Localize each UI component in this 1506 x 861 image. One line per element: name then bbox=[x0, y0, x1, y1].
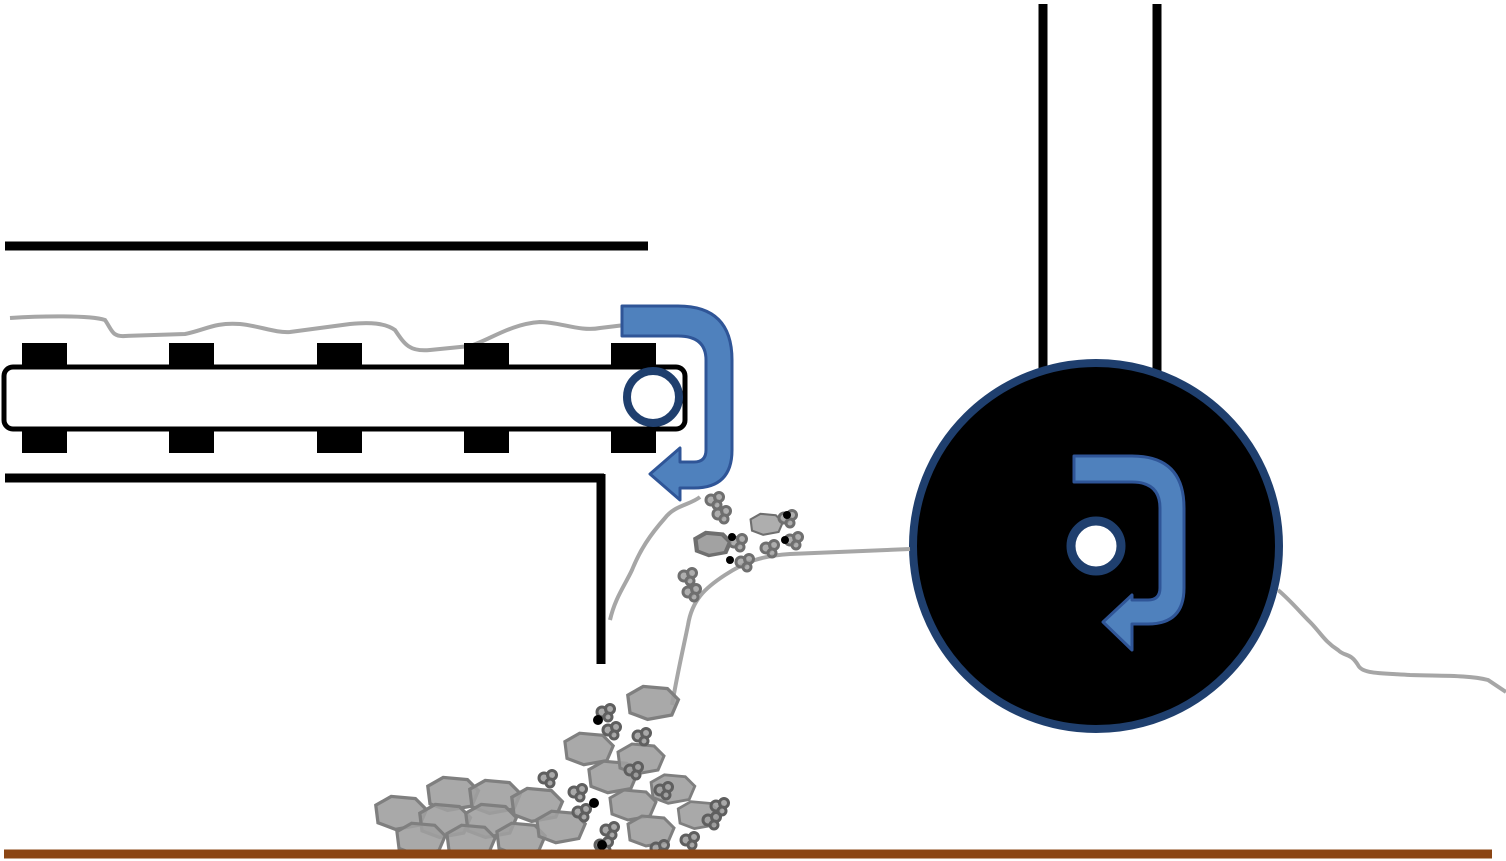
belt-cleats-top bbox=[22, 343, 656, 367]
belt-body bbox=[1, 364, 688, 432]
rotation-arrow-icon bbox=[1072, 454, 1186, 652]
conveyor-belt bbox=[1, 343, 688, 453]
nonmagnetic-trajectory bbox=[608, 495, 702, 621]
pile-ferrous-particles bbox=[589, 715, 607, 850]
drum-discharge-line bbox=[1276, 588, 1506, 694]
material-surface-line bbox=[9, 314, 626, 353]
drum-axle bbox=[1066, 516, 1126, 576]
ferrous-trajectory bbox=[670, 547, 911, 706]
belt-cleats-bottom bbox=[22, 429, 656, 453]
head-pulley bbox=[623, 367, 683, 427]
ferrous-particles bbox=[726, 511, 791, 564]
rotation-arrow-icon bbox=[620, 304, 734, 502]
falling-particles bbox=[677, 491, 804, 603]
